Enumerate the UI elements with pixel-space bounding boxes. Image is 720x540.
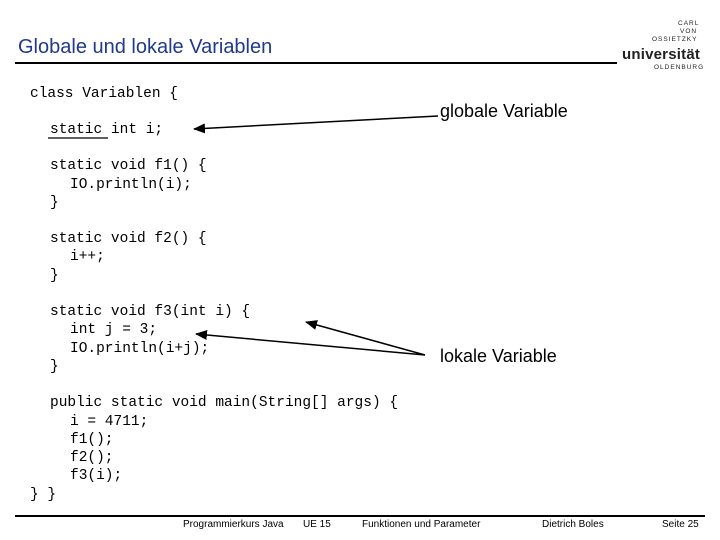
code-line: f1(); — [70, 432, 114, 448]
footer-unit: UE 15 — [303, 519, 331, 530]
code-line: } } — [30, 487, 57, 503]
code-line: f3(i); — [70, 468, 123, 484]
slide-title: Globale und lokale Variablen — [18, 36, 273, 58]
footer-page-number: Seite 25 — [662, 519, 699, 530]
code-line: } — [50, 359, 59, 375]
local-arrow-param — [305, 320, 426, 356]
code-line: i++; — [70, 249, 105, 265]
logo-line-ossietzky: OSSIETZKY — [652, 36, 698, 43]
code-line: class Variablen { — [30, 86, 178, 102]
code-line: } — [50, 195, 59, 211]
code-line: IO.println(i+j); — [70, 341, 210, 357]
code-line: f2(); — [70, 450, 114, 466]
code-line: IO.println(i); — [70, 177, 192, 193]
code-line: static int i; — [50, 122, 164, 138]
code-line: public static void main(String[] args) { — [50, 395, 399, 411]
logo-line-von: VON — [680, 28, 698, 35]
code-line: } — [50, 268, 59, 284]
local-variable-label: lokale Variable — [440, 346, 557, 366]
logo-line-carl: CARL — [678, 20, 700, 27]
footer-course: Programmierkurs Java — [183, 519, 284, 530]
local-arrow-var — [195, 330, 426, 356]
logo-city: OLDENBURG — [654, 64, 705, 71]
code-line: static void f2() { — [50, 231, 207, 247]
footer-rule — [15, 515, 705, 517]
logo-name: universität — [622, 46, 701, 63]
code-line: int j = 3; — [70, 322, 158, 338]
global-variable-label: globale Variable — [440, 101, 568, 121]
code-line: i = 4711; — [70, 414, 149, 430]
global-arrow — [193, 115, 439, 134]
code-line: static void f1() { — [50, 158, 207, 174]
title-rule — [15, 62, 617, 64]
footer-topic: Funktionen und Parameter — [362, 519, 481, 530]
university-logo: CARL VON OSSIETZKY universität OLDENBURG — [622, 18, 704, 72]
footer-author: Dietrich Boles — [542, 519, 604, 530]
code-line: static void f3(int i) { — [50, 304, 251, 320]
